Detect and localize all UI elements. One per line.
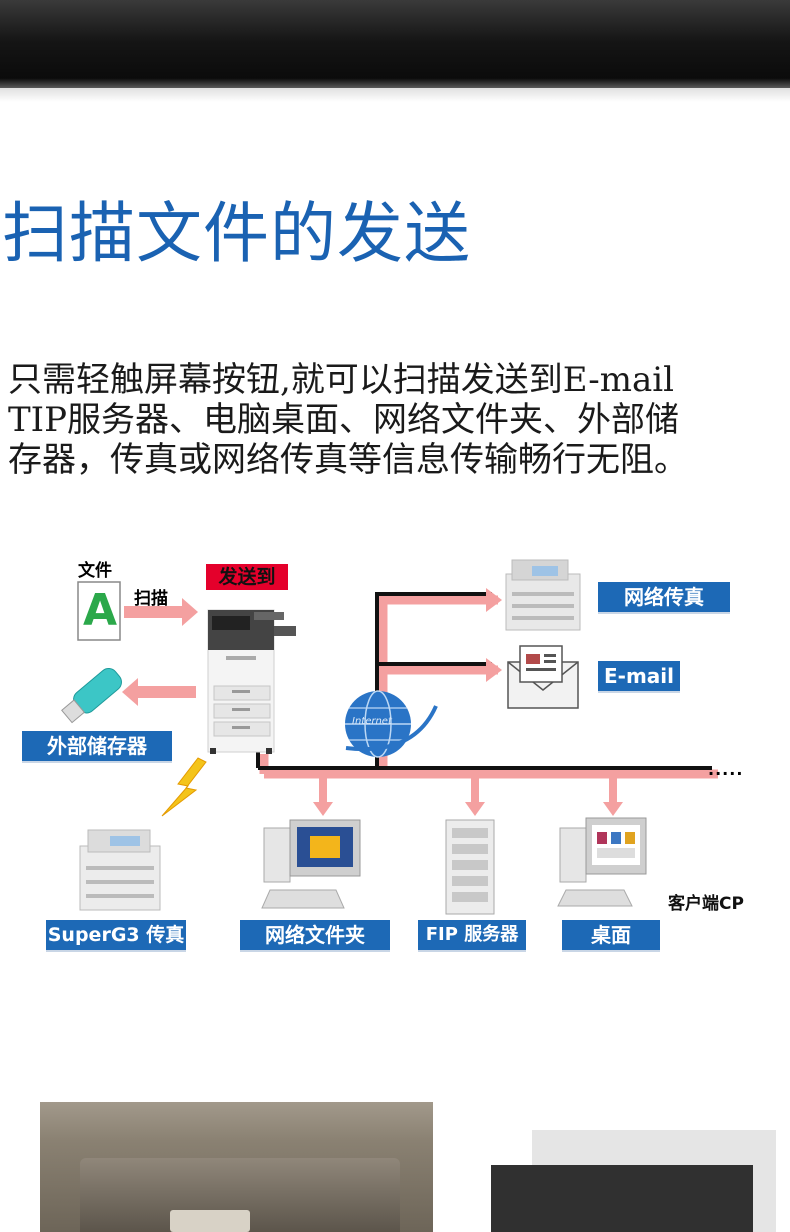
- fip-server-label: FIP 服务器: [418, 920, 526, 952]
- external-storage-label: 外部储存器: [22, 731, 172, 763]
- network-continues-ellipsis: ·····: [708, 764, 744, 783]
- scan-label: 扫描: [134, 589, 168, 609]
- internet-globe-icon: [345, 690, 438, 758]
- email-label: E-mail: [598, 661, 680, 693]
- diagram-graphics: [61, 559, 718, 915]
- product-photo-right: [491, 1165, 753, 1232]
- superg3-fax-label: SuperG3 传真: [46, 920, 186, 952]
- document-label: 文件: [78, 561, 112, 581]
- storage-arrow: [122, 678, 196, 706]
- lightning-icon: [161, 757, 207, 817]
- document-icon: [77, 581, 121, 641]
- document-glyph: A: [82, 585, 118, 636]
- superg3-fax-machine-icon: [79, 829, 161, 911]
- down-arrows: [313, 774, 623, 816]
- network-folder-pc-icon: [261, 819, 361, 909]
- product-photo-left: [40, 1102, 433, 1232]
- top-photo-band: [0, 0, 790, 102]
- description-line: 只需轻触屏幕按钮,就可以扫描发送到E-mail: [8, 360, 675, 400]
- internet-label: Internet: [352, 716, 392, 727]
- server-icon: [445, 819, 495, 915]
- section-title: 扫描文件的发送: [2, 195, 471, 272]
- arrowhead-email: [486, 658, 502, 682]
- network-fax-machine-icon: [505, 559, 581, 631]
- scan-arrow: [124, 598, 198, 626]
- arrowhead-network-fax: [486, 588, 502, 612]
- section-description: 只需轻触屏幕按钮,就可以扫描发送到E-mail TIP服务器、电脑桌面、网络文件…: [8, 360, 788, 480]
- network-fax-label: 网络传真: [598, 582, 730, 614]
- client-pc-label: 客户端CP: [668, 894, 744, 914]
- desktop-pc-icon: [557, 817, 647, 907]
- copier-icon: [207, 609, 296, 754]
- description-line: 存器，传真或网络传真等信息传输畅行无阻。: [8, 440, 688, 480]
- desktop-label: 桌面: [562, 920, 660, 952]
- network-folder-label: 网络文件夹: [240, 920, 390, 952]
- send-to-badge: 发送到: [206, 564, 288, 590]
- usb-drive-icon: [61, 667, 122, 724]
- description-line: TIP服务器、电脑桌面、网络文件夹、外部储: [8, 400, 679, 440]
- email-envelope-icon: [507, 645, 579, 709]
- scan-send-diagram: 文件 A 扫描 发送到 Internet ····· 网络传真 E-mail 外…: [0, 540, 790, 960]
